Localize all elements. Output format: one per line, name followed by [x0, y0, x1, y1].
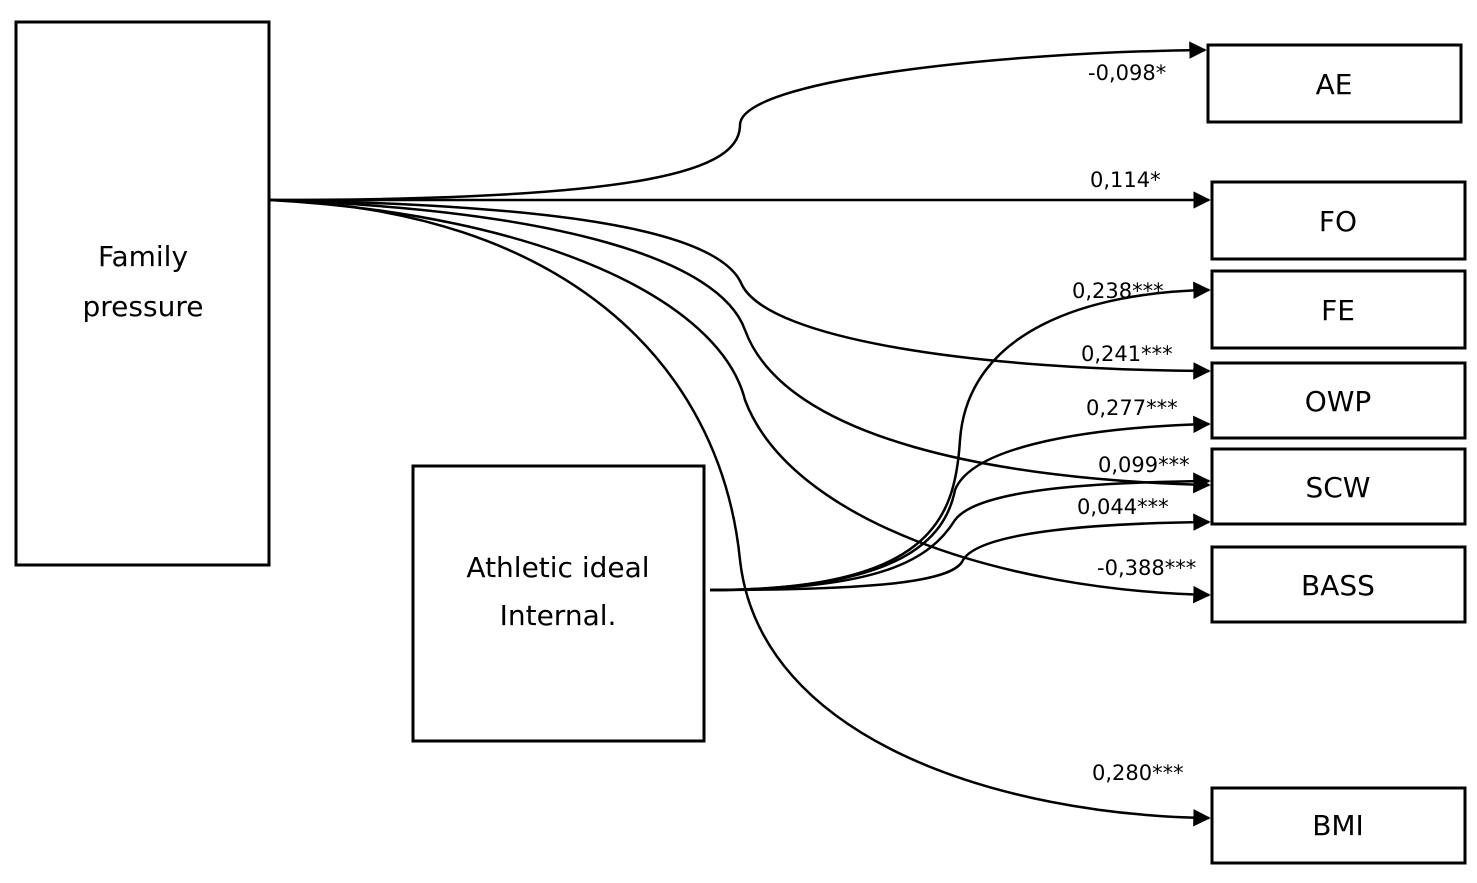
outcome-box-fo [1210, 180, 1467, 261]
coef-scw: 0,099*** [1098, 453, 1190, 477]
outcome-label-bass: BASS [1301, 569, 1375, 602]
path-athletic-scw [709, 472, 1211, 592]
coef-bmi: 0,280*** [1092, 761, 1184, 785]
outcome-label-bmi: BMI [1312, 809, 1364, 842]
outcome-label-ae: AE [1316, 68, 1353, 101]
path-family-bmi [269, 198, 1211, 827]
family-pressure-label-1: Family [98, 240, 188, 273]
coef-fo: 0,114* [1090, 168, 1161, 192]
coef-ae: -0,098* [1088, 61, 1166, 85]
family-pressure-label-2: pressure [83, 290, 204, 323]
outcome-box-fe [1210, 269, 1467, 350]
coef-fe: 0,238*** [1072, 279, 1164, 303]
coef-owp: 0,241*** [1081, 342, 1173, 366]
outcome-label-owp: OWP [1305, 385, 1372, 418]
outcome-label-fo: FO [1319, 205, 1357, 238]
path-family-ae [269, 41, 1207, 202]
path-athletic-fe [709, 281, 1211, 592]
outcome-label-scw: SCW [1305, 471, 1370, 504]
path-family-owp [269, 198, 1211, 380]
path-family-scw [269, 198, 1211, 494]
path-athletic-owp [709, 415, 1211, 592]
outcome-box-ae [1206, 43, 1463, 124]
athletic-ideal-label-1: Athletic ideal [466, 551, 649, 584]
athletic-ideal-label-2: Internal. [500, 599, 617, 632]
coef-bass-top: 0,044*** [1077, 495, 1169, 519]
coef-scw-top: 0,277*** [1086, 396, 1178, 420]
path-family-bass [269, 198, 1211, 604]
outcome-box-bmi [1210, 786, 1467, 865]
outcome-box-owp [1210, 361, 1467, 440]
family-pressure-box [14, 20, 271, 567]
outcome-label-fe: FE [1321, 294, 1355, 327]
outcome-box-bass [1210, 545, 1467, 624]
coef-bass: -0,388*** [1097, 556, 1196, 580]
outcome-box-scw [1210, 447, 1467, 526]
athletic-ideal-box [411, 464, 706, 743]
path-athletic-bass [709, 513, 1211, 592]
